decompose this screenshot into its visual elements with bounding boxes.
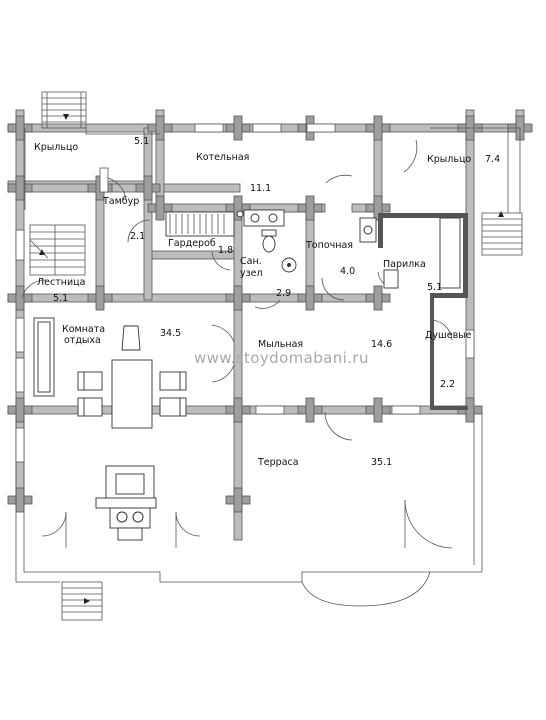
log-post — [373, 397, 383, 423]
label-terrasa: Терраса — [257, 457, 299, 468]
window — [15, 229, 25, 261]
windows — [15, 123, 475, 463]
log-post — [15, 175, 25, 201]
wall-segment — [7, 183, 241, 193]
area-garderob: 1.8 — [218, 245, 233, 256]
window — [255, 405, 285, 415]
log-post — [233, 115, 243, 141]
label-krylco-right: Крыльцо — [427, 154, 471, 165]
label-topochnaya: Топочная — [305, 240, 353, 251]
area-komnata: 34.5 — [160, 328, 181, 339]
area-lestnica: 5.1 — [53, 293, 68, 304]
label-kotelnaya: Котельная — [196, 152, 249, 163]
area-tambur: 2.1 — [130, 231, 145, 242]
label-parilka: Парилка — [383, 259, 426, 270]
log-post — [15, 397, 25, 423]
log-post — [15, 487, 25, 513]
label-san-uzel-2: узел — [240, 268, 263, 279]
window — [194, 123, 224, 133]
area-parilka: 5.1 — [427, 282, 442, 293]
label-lestnica: Лестница — [37, 277, 85, 288]
window — [99, 167, 109, 193]
log-post — [305, 397, 315, 423]
area-mylnaya: 14.6 — [371, 339, 392, 350]
log-post — [95, 285, 105, 311]
log-post — [233, 487, 243, 513]
label-dushevye: Душевые — [425, 330, 472, 341]
log-post — [15, 115, 25, 141]
log-post — [233, 195, 243, 221]
posts — [7, 115, 533, 513]
log-post — [155, 195, 165, 221]
watermark: www.stoydomabani.ru — [194, 349, 369, 367]
label-komnata-1: Комната — [62, 324, 105, 335]
labels: Крыльцо 5.1 Котельная 11.1 Крыльцо 7.4 Т… — [34, 136, 500, 468]
log-post — [155, 115, 165, 141]
window — [391, 405, 421, 415]
label-mylnaya: Мыльная — [258, 339, 303, 350]
wall-segment — [111, 293, 241, 303]
parilka-walls — [378, 213, 468, 410]
label-garderob: Гардероб — [168, 238, 216, 249]
log-post — [233, 397, 243, 423]
wall-segment — [143, 127, 153, 301]
log-post — [373, 285, 383, 311]
log-post — [143, 175, 153, 201]
label-krylco-left: Крыльцо — [34, 142, 78, 153]
area-krylco-left: 5.1 — [134, 136, 149, 147]
label-tambur: Тамбур — [102, 196, 139, 207]
window — [15, 357, 25, 393]
area-terrasa: 35.1 — [371, 457, 392, 468]
furniture — [33, 114, 504, 604]
window — [306, 123, 336, 133]
log-post — [305, 285, 315, 311]
log-post — [15, 285, 25, 311]
window — [15, 317, 25, 353]
area-krylco-right: 7.4 — [485, 154, 500, 165]
wall-segment — [233, 207, 243, 421]
log-post — [233, 285, 243, 311]
label-komnata-2: отдыха — [64, 335, 101, 346]
window — [252, 123, 282, 133]
area-topochnaya: 4.0 — [340, 266, 355, 277]
wall-segment — [233, 409, 243, 541]
log-post — [305, 195, 315, 221]
outlines — [15, 91, 523, 621]
log-post — [373, 115, 383, 141]
label-san-uzel-1: Сан. — [240, 256, 262, 267]
window — [15, 427, 25, 463]
area-dushevye: 2.2 — [440, 379, 455, 390]
area-kotelnaya: 11.1 — [250, 183, 271, 194]
area-san-uzel: 2.9 — [276, 288, 291, 299]
window — [465, 329, 475, 359]
